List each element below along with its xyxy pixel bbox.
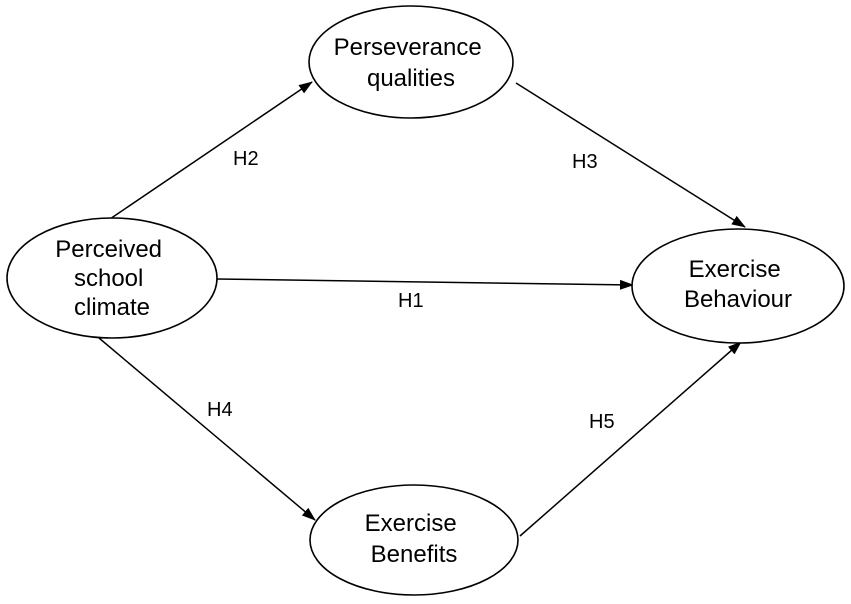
node-label: Perseverance qualities xyxy=(334,34,489,92)
node-perceived-school-climate: Perceived school climate xyxy=(6,217,218,339)
node-label-line: Exercise xyxy=(689,256,781,283)
arrow-h4 xyxy=(98,337,316,521)
node-label-line: Perseverance xyxy=(334,34,482,61)
edge-label-h3: H3 xyxy=(572,151,598,173)
arrow-h1 xyxy=(215,278,634,290)
node-label-line: Exercise xyxy=(365,510,457,537)
edge-label-h4: H4 xyxy=(207,399,233,421)
arrow-h2 xyxy=(106,81,313,222)
node-ellipse xyxy=(309,484,519,596)
node-label-line: Behaviour xyxy=(684,286,792,313)
node-label-line: school xyxy=(74,265,143,292)
node-ellipse xyxy=(308,5,514,119)
node-label-line: qualities xyxy=(367,65,455,92)
node-label-line: Perceived xyxy=(55,236,162,263)
edge-label-h1: H1 xyxy=(398,290,424,312)
node-label-line: Benefits xyxy=(371,541,458,568)
arrow-h3 xyxy=(515,82,746,228)
node-label: Perceived school climate xyxy=(55,236,168,321)
node-exercise-behaviour: Exercise Behaviour xyxy=(631,228,845,344)
node-exercise-benefits: Exercise Benefits xyxy=(309,484,519,596)
node-label: Exercise Benefits xyxy=(365,510,464,568)
edge-label-h2: H2 xyxy=(233,148,259,170)
node-label-line: climate xyxy=(74,294,150,321)
node-label: Exercise Behaviour xyxy=(684,256,792,313)
edge-label-h5: H5 xyxy=(589,411,615,433)
node-perseverance-qualities: Perseverance qualities xyxy=(308,5,514,119)
arrow-h5 xyxy=(519,341,742,537)
node-ellipse xyxy=(631,228,845,344)
node-ellipse xyxy=(6,217,218,339)
